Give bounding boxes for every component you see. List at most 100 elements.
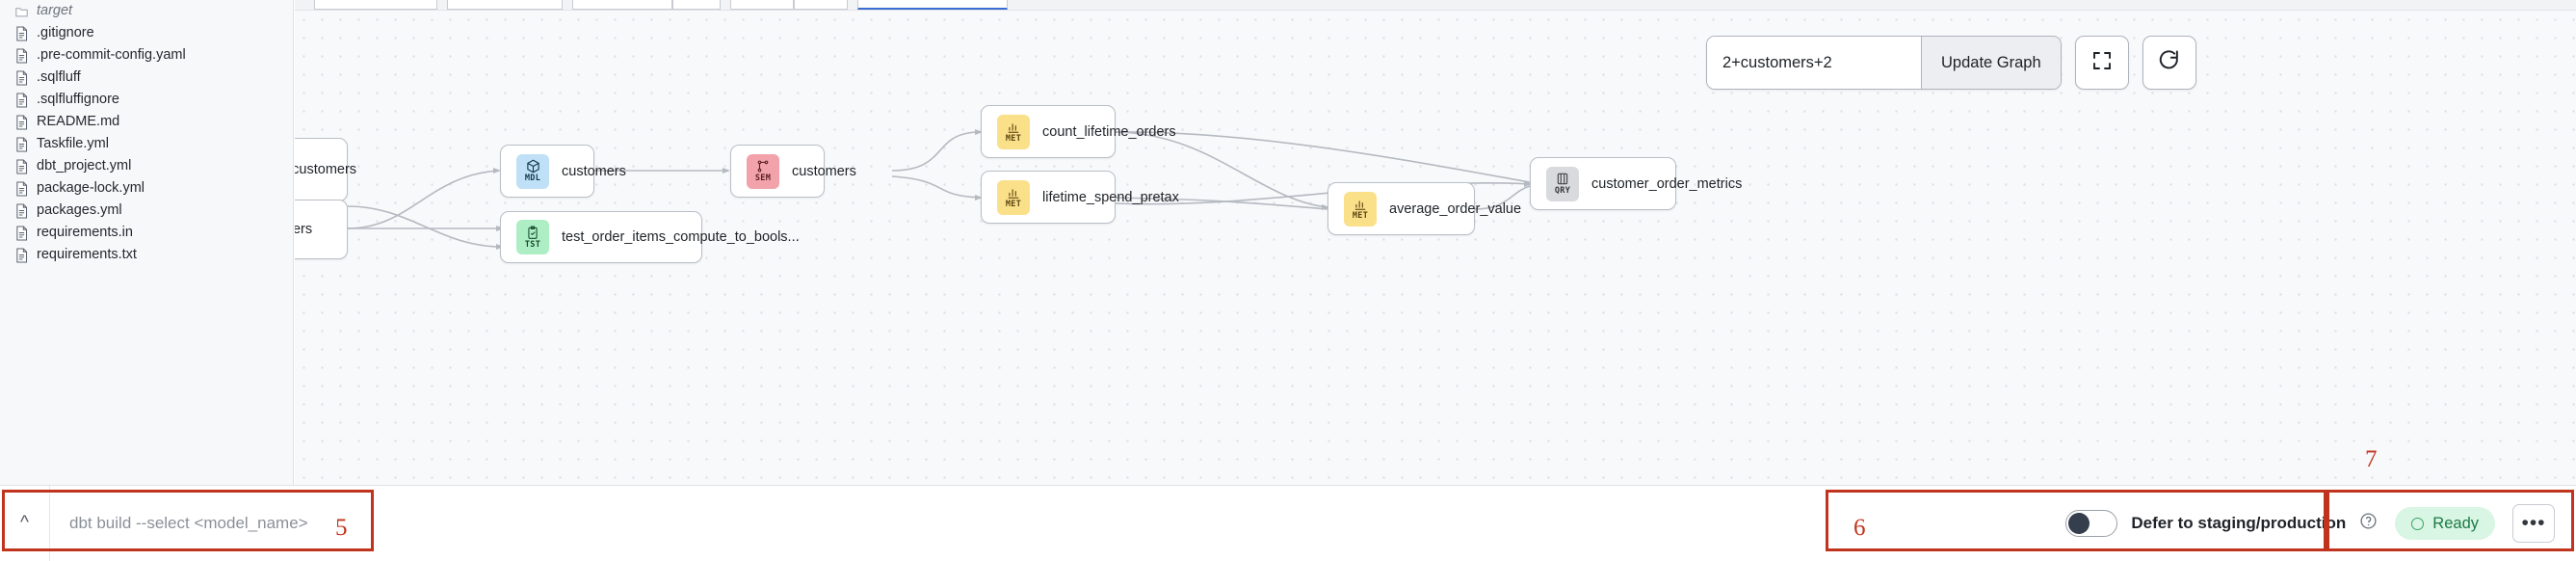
query-badge-icon: QRY bbox=[1546, 166, 1579, 201]
dag-node-customers-model[interactable]: MDL customers bbox=[500, 145, 626, 198]
dag-node-lifetime-spend-pretax[interactable]: MET lifetime_spend_pretax bbox=[981, 171, 1179, 224]
file-name: dbt_project.yml bbox=[37, 158, 132, 174]
editor-tab[interactable] bbox=[794, 0, 848, 10]
file-row[interactable]: .gitignore bbox=[0, 22, 293, 44]
refresh-icon bbox=[2157, 48, 2181, 77]
status-badge: Ready bbox=[2395, 507, 2495, 540]
file-row[interactable]: .pre-commit-config.yaml bbox=[0, 44, 293, 67]
dag-node-label: customers bbox=[562, 163, 626, 179]
file-icon bbox=[15, 70, 28, 86]
editor-tab-active[interactable] bbox=[857, 0, 1008, 10]
dag-node-label: orders bbox=[295, 222, 313, 237]
dag-node-label: lifetime_spend_pretax bbox=[1042, 189, 1179, 205]
file-icon bbox=[15, 137, 28, 152]
dag-node-label: average_order_value bbox=[1389, 200, 1522, 217]
file-icon bbox=[15, 26, 28, 41]
editor-tab[interactable] bbox=[572, 0, 672, 10]
badge-text: QRY bbox=[1554, 186, 1571, 197]
graph-toolbar[interactable]: 2+customers+2 Update Graph bbox=[1706, 36, 2196, 90]
dag-node-label: count_lifetime_orders bbox=[1042, 123, 1176, 140]
dag-node-average-order-value[interactable]: MET average_order_value bbox=[1327, 182, 1521, 235]
annotation-number-7: 7 bbox=[2365, 446, 2378, 472]
file-name: .sqlfluffignore bbox=[37, 92, 119, 108]
file-explorer[interactable]: target .gitignore .pre-commit-config.yaml.… bbox=[0, 0, 294, 485]
chevron-up-icon: ^ bbox=[20, 513, 29, 533]
annotation-number-5: 5 bbox=[335, 515, 348, 541]
file-name: Taskfile.yml bbox=[37, 136, 109, 152]
file-row[interactable]: requirements.txt bbox=[0, 244, 293, 266]
graph-selector-input[interactable]: 2+customers+2 bbox=[1707, 37, 1921, 89]
dag-node-customers-semantic[interactable]: SEM customers bbox=[730, 145, 856, 198]
badge-text: MET bbox=[1005, 199, 1022, 209]
dag-node-customer-order-metrics[interactable]: QRY customer_order_metrics bbox=[1530, 157, 1742, 210]
status-badge-label: Ready bbox=[2432, 514, 2479, 532]
file-name: .pre-commit-config.yaml bbox=[37, 47, 186, 64]
file-name: .sqlfluff bbox=[37, 69, 81, 86]
help-circle-icon[interactable] bbox=[2359, 512, 2378, 535]
file-row[interactable]: .sqlfluff bbox=[0, 67, 293, 89]
dag-node-orders[interactable]: orders bbox=[295, 200, 348, 259]
toggle-knob bbox=[2068, 513, 2090, 534]
file-name: package-lock.yml bbox=[37, 180, 145, 197]
badge-text: MDL bbox=[524, 174, 541, 184]
file-name: requirements.txt bbox=[37, 247, 137, 263]
dag-node-stg-customers[interactable]: tg_customers bbox=[295, 138, 356, 201]
status-dot-icon bbox=[2411, 517, 2425, 530]
dag-node-label: customers bbox=[792, 163, 856, 179]
dag-node-label: test_order_items_compute_to_bools... bbox=[562, 229, 800, 245]
file-name: requirements.in bbox=[37, 225, 133, 241]
file-name: .gitignore bbox=[37, 25, 94, 41]
file-row[interactable]: packages.yml bbox=[0, 200, 293, 222]
file-icon bbox=[15, 115, 28, 130]
file-tree[interactable]: target .gitignore .pre-commit-config.yaml.… bbox=[0, 0, 293, 266]
expand-terminal-button[interactable]: ^ bbox=[0, 486, 50, 561]
dag-node-label: tg_customers bbox=[295, 162, 357, 177]
badge-text: TST bbox=[524, 239, 541, 250]
command-input[interactable]: dbt build --select <model_name> bbox=[69, 514, 308, 532]
status-right-cluster[interactable]: Defer to staging/production Ready ••• bbox=[2065, 504, 2576, 543]
bottom-status-bar[interactable]: ^ dbt build --select <model_name> Defer … bbox=[0, 485, 2576, 561]
file-row[interactable]: target bbox=[0, 0, 293, 22]
defer-toggle[interactable] bbox=[2065, 510, 2118, 537]
metric-badge-icon: MET bbox=[997, 179, 1030, 215]
defer-toggle-group[interactable]: Defer to staging/production bbox=[2065, 510, 2378, 537]
dag-node-test-order-items[interactable]: TST test_order_items_compute_to_bools... bbox=[500, 211, 800, 263]
badge-text: MET bbox=[1005, 133, 1022, 144]
editor-tab-bar[interactable] bbox=[295, 0, 2576, 11]
file-name: packages.yml bbox=[37, 202, 122, 219]
editor-tab[interactable] bbox=[314, 0, 437, 10]
file-name: target bbox=[37, 3, 73, 19]
fullscreen-icon bbox=[2090, 49, 2114, 77]
refresh-button[interactable] bbox=[2142, 36, 2196, 90]
file-row[interactable]: package-lock.yml bbox=[0, 177, 293, 200]
dag-node-count-lifetime-orders[interactable]: MET count_lifetime_orders bbox=[981, 105, 1176, 158]
file-row[interactable]: README.md bbox=[0, 111, 293, 133]
dag-node-label: customer_order_metrics bbox=[1591, 175, 1743, 192]
fullscreen-button[interactable] bbox=[2074, 36, 2129, 90]
annotation-number-6: 6 bbox=[1853, 515, 1866, 541]
file-row[interactable]: .sqlfluffignore bbox=[0, 89, 293, 111]
badge-text: SEM bbox=[754, 174, 772, 184]
update-graph-button[interactable]: Update Graph bbox=[1921, 37, 2061, 89]
folder-icon bbox=[15, 4, 28, 19]
semantic-badge-icon: SEM bbox=[747, 153, 779, 189]
file-icon bbox=[15, 248, 28, 263]
ellipsis-icon: ••• bbox=[2521, 512, 2546, 534]
graph-canvas-area[interactable]: tg_customers orders MDL customers bbox=[295, 0, 2576, 485]
file-row[interactable]: Taskfile.yml bbox=[0, 133, 293, 155]
editor-tab[interactable] bbox=[730, 0, 794, 10]
editor-tab[interactable] bbox=[672, 0, 721, 10]
overflow-menu-button[interactable]: ••• bbox=[2512, 504, 2555, 543]
file-row[interactable]: requirements.in bbox=[0, 222, 293, 244]
file-row[interactable]: dbt_project.yml bbox=[0, 155, 293, 177]
dag-viewport[interactable]: tg_customers orders MDL customers bbox=[295, 11, 2576, 485]
editor-tab[interactable] bbox=[447, 0, 563, 10]
file-icon bbox=[15, 159, 28, 174]
file-icon bbox=[15, 181, 28, 197]
file-icon bbox=[15, 93, 28, 108]
metric-badge-icon: MET bbox=[997, 114, 1030, 149]
graph-selector-group[interactable]: 2+customers+2 Update Graph bbox=[1706, 36, 2062, 90]
metric-badge-icon: MET bbox=[1344, 191, 1377, 227]
test-badge-icon: TST bbox=[516, 220, 549, 254]
